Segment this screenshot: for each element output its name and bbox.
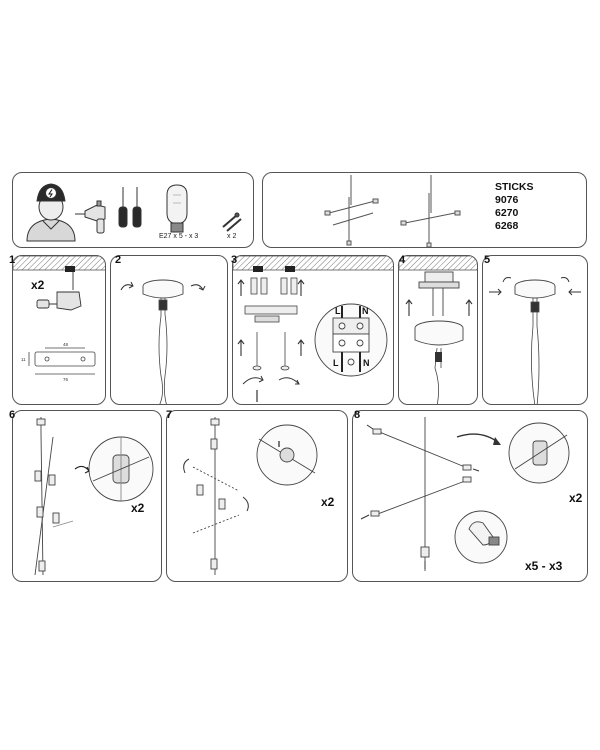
step-3-number: 3 [231,254,238,266]
lamp-arm-assembly [370,417,472,571]
screws-icon [222,212,242,232]
leader-line [52,520,74,528]
zoom-detail-bulb [454,510,508,564]
step-8-number: 8 [354,409,361,421]
step-6-multiplier: x2 [131,501,145,515]
curved-arrow-icon [456,433,500,444]
zoom-detail-socket [508,422,570,484]
product-code: 6270 [495,207,519,219]
cable [158,298,168,404]
wall-plugs [244,277,298,371]
step-1-multiplier: x2 [31,278,45,292]
step-6-number: 6 [9,409,16,421]
step-5-number: 5 [484,254,491,266]
cable [530,298,540,404]
rotate-arrow-icon [242,375,300,385]
step-5-illustration [489,277,581,404]
step-4-number: 4 [399,254,406,266]
canopy [142,279,184,299]
dimension-length: 76 [63,377,69,382]
canopy [414,320,464,346]
bracket-drawing [28,347,96,375]
bulb-spec: E27 x 5 - x 3 [159,233,199,240]
step-3-illustration: L N L N [233,256,393,402]
terminal-block [418,271,460,316]
drill-icon [36,272,82,311]
product-panel: STICKS 9076 6270 6268 [262,172,587,248]
product-code: 9076 [495,194,519,206]
step-1-number: 1 [9,254,16,266]
step-7-panel: x2 [166,410,348,582]
step-2-panel [110,255,228,405]
step-8-multiplier-sockets: x2 [569,491,583,505]
electrician-icon [26,183,76,242]
bulb-icon [166,184,188,233]
product-name: STICKS [495,181,534,193]
terminal-live-label-top: L [335,306,341,316]
lamp-arm-assembly [34,417,60,576]
rotate-arrow-icon [183,458,249,512]
step-8-multiplier-bulbs: x5 - x3 [525,559,563,573]
step-5-panel [482,255,588,405]
lamp-variant-a [324,175,379,246]
step-2-illustration [120,279,206,404]
step-7-multiplier: x2 [321,495,335,509]
screw-in-arrow-icon [489,288,581,296]
terminal-block-detail [314,303,388,377]
rotate-arrow-icon [74,465,90,474]
step-4-illustration [399,256,477,404]
arrow-head [493,437,501,445]
rotate-arrow-right-icon [560,277,570,283]
terminal-neutral-label-bottom: N [363,358,370,368]
drill-icon [75,200,106,234]
rotate-arrow-left-icon [120,281,134,291]
terminal-live-label-bottom: L [333,358,339,368]
product-illustration [324,175,461,247]
step-2-number: 2 [115,254,122,266]
cable-clamp [435,352,442,362]
up-arrow-icon [237,279,305,356]
screwdriver-icon [118,187,142,228]
rotate-arrow-left-icon [502,277,512,283]
step-6-panel: x2 [12,410,162,582]
rotate-arrow-right-icon [190,284,206,291]
step-7-number: 7 [166,409,173,421]
zoom-detail [256,424,318,486]
product-code: 6268 [495,220,519,232]
step-1-panel: 48 76 11 x2 [12,255,106,405]
tools-panel: E27 x 5 - x 3 x 2 [12,172,254,248]
step-4-panel [398,255,478,405]
dimension-width: 48 [63,342,69,347]
tools-illustration [26,183,242,242]
step-1-illustration: 48 76 11 [13,256,105,382]
canopy [514,279,556,299]
insert-arrow-icon [360,424,480,569]
step-6-illustration [34,417,154,576]
lamp-variant-b [400,175,461,247]
step-8-illustration [360,417,570,571]
screw-qty: x 2 [227,233,237,240]
lamp-arm-assembly [192,417,240,575]
step-8-panel: x2 x5 - x3 [352,410,588,582]
step-7-illustration [183,417,318,575]
zoom-detail [88,436,154,502]
step-3-panel: L N L N [232,255,394,405]
dimension-height: 11 [21,357,26,362]
up-arrow-icon [405,299,473,316]
product-reference: STICKS 9076 6270 6268 [495,181,534,233]
terminal-neutral-label-top: N [362,306,369,316]
